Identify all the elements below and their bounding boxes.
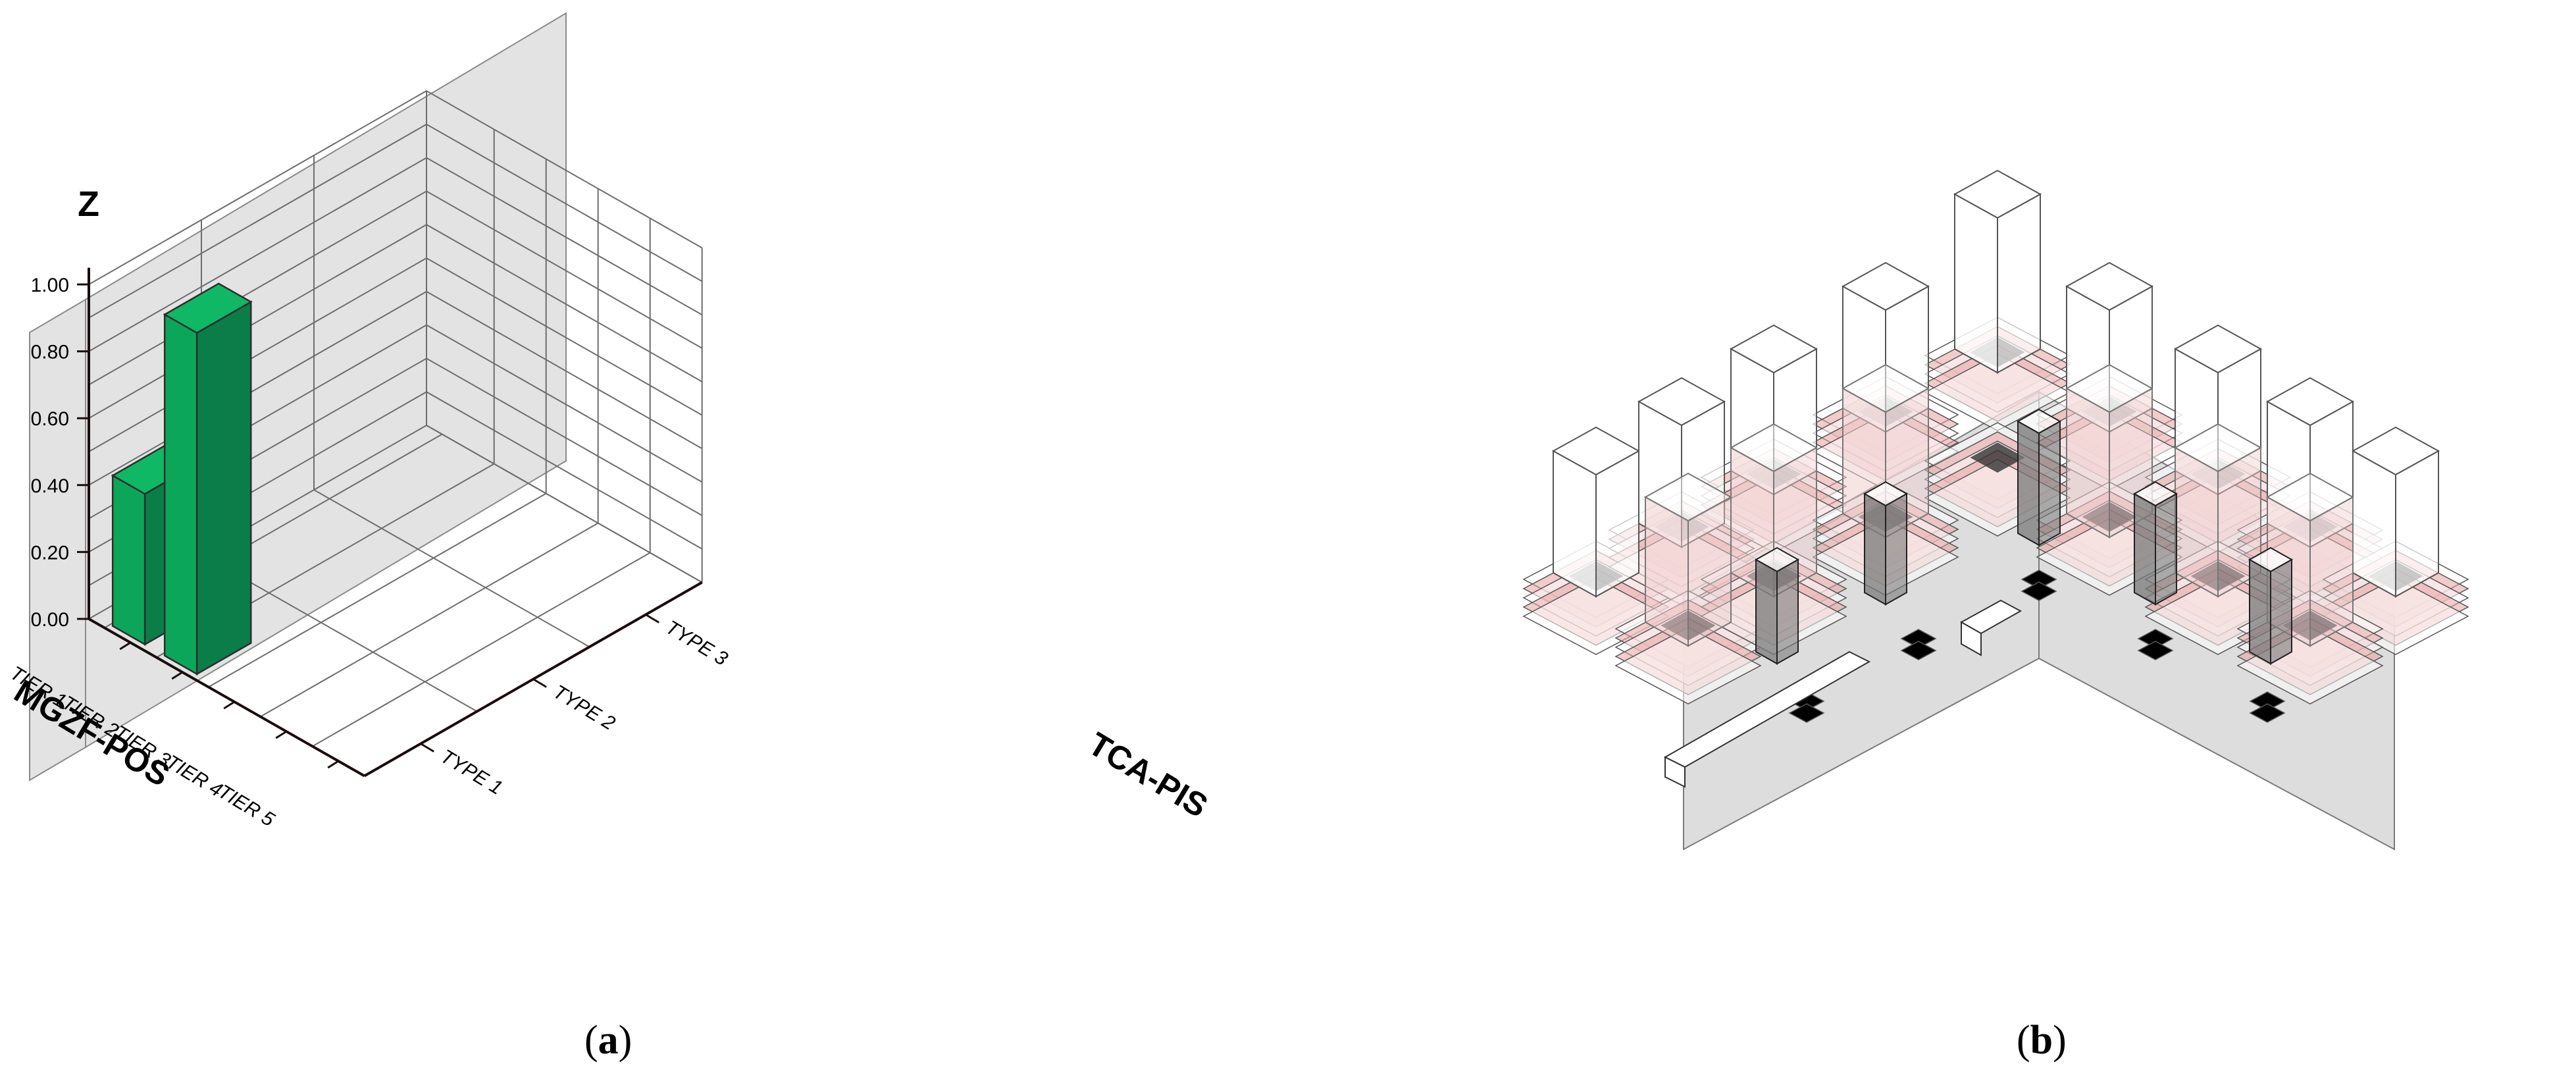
- y-tick-label: TYPE 2: [550, 681, 619, 735]
- iso-box: [1953, 169, 2042, 374]
- connector-box-front: [1961, 621, 1982, 656]
- iso-box: [1754, 546, 1800, 665]
- floor-grid-line: [208, 492, 547, 688]
- y-tick-labels: TYPE 1 TYPE 2 TYPE 3: [420, 614, 732, 799]
- bar-face: [111, 474, 146, 646]
- box-left: [2017, 420, 2040, 546]
- z-tick-label: 0.00: [31, 609, 69, 631]
- tower-stacks: [1522, 169, 2469, 723]
- box-right: [2270, 558, 2292, 665]
- box-right: [1595, 450, 1639, 598]
- z-tick-label: 0.20: [31, 542, 69, 564]
- floor-grid-line: [312, 552, 651, 747]
- box-left: [1954, 193, 1998, 374]
- x-axis-line: [88, 618, 365, 778]
- x-tick: [171, 671, 183, 680]
- box-left: [2175, 446, 2219, 598]
- box-right: [2038, 420, 2061, 546]
- box-left: [2066, 387, 2110, 539]
- floor-slab: [1614, 627, 1762, 704]
- box-right: [2309, 496, 2354, 647]
- box-left: [1755, 558, 1778, 665]
- z-axis-label: Z: [78, 184, 99, 224]
- box-right: [1997, 193, 2041, 374]
- iso-box: [1643, 472, 1733, 647]
- z-tick-label: 1.00: [31, 275, 69, 296]
- bar-face: [163, 313, 198, 676]
- y-tick: [645, 614, 659, 624]
- y-tick-label: TYPE 3: [662, 616, 732, 670]
- z-tick-label: 0.40: [31, 475, 69, 497]
- iso-box: [2173, 423, 2263, 598]
- x-tick: [275, 730, 287, 739]
- z-tick-label: 0.80: [31, 342, 69, 363]
- box-left: [2249, 558, 2271, 665]
- iso-box: [1551, 426, 1641, 598]
- box-left: [1864, 492, 1886, 606]
- z-tick-label: 0.60: [31, 408, 69, 430]
- bar-face: [163, 282, 253, 334]
- floor-slab: [1788, 703, 1825, 723]
- iso-box: [2351, 426, 2440, 598]
- iso-box: [2132, 481, 2178, 606]
- y-tick-label: TYPE 1: [437, 745, 507, 799]
- box-left: [1553, 450, 1597, 598]
- x-tick: [119, 641, 131, 651]
- floor-grid-line: [313, 489, 590, 648]
- iso-box: [2248, 546, 2294, 665]
- box-right: [2155, 492, 2177, 606]
- floor-slab: [1900, 641, 1937, 660]
- iso-box: [2016, 408, 2062, 546]
- panel-label-a: (a): [584, 1018, 632, 1063]
- y-tick: [532, 678, 547, 688]
- isometric-diagram: [1522, 169, 2469, 851]
- y-axis-label: TCA-PIS: [1082, 725, 1214, 824]
- panel-label-b: (b): [2017, 1018, 2067, 1063]
- box-left: [2352, 450, 2396, 598]
- iso-box: [1637, 377, 1726, 548]
- box-right: [1687, 496, 1732, 647]
- box-right: [2395, 450, 2439, 598]
- floor-grid-line: [260, 522, 599, 718]
- floor-slab: [2249, 703, 2286, 723]
- floor-slab: [2021, 581, 2057, 601]
- x-tick: [223, 701, 235, 710]
- bars: [111, 282, 253, 676]
- corridor-box-front: [1664, 756, 1686, 788]
- box-right: [1776, 558, 1799, 665]
- box-right: [1885, 492, 1907, 606]
- bar-tier-2: [163, 282, 253, 676]
- x-tick-label: TIER 4: [163, 751, 226, 801]
- bar-face: [195, 300, 252, 676]
- box-left: [2134, 492, 2156, 606]
- iso-box: [1863, 481, 1909, 606]
- floor-slab: [2137, 641, 2174, 660]
- side-wall: [29, 298, 86, 782]
- x-tick-label: TIER 5: [215, 781, 278, 832]
- y-tick: [420, 743, 434, 753]
- box-left: [1645, 496, 1689, 647]
- y-axis-line: [363, 581, 703, 778]
- x-tick: [327, 760, 339, 769]
- z-tick-labels: 0.00 0.20 0.40 0.60 0.80 1.00: [31, 275, 89, 631]
